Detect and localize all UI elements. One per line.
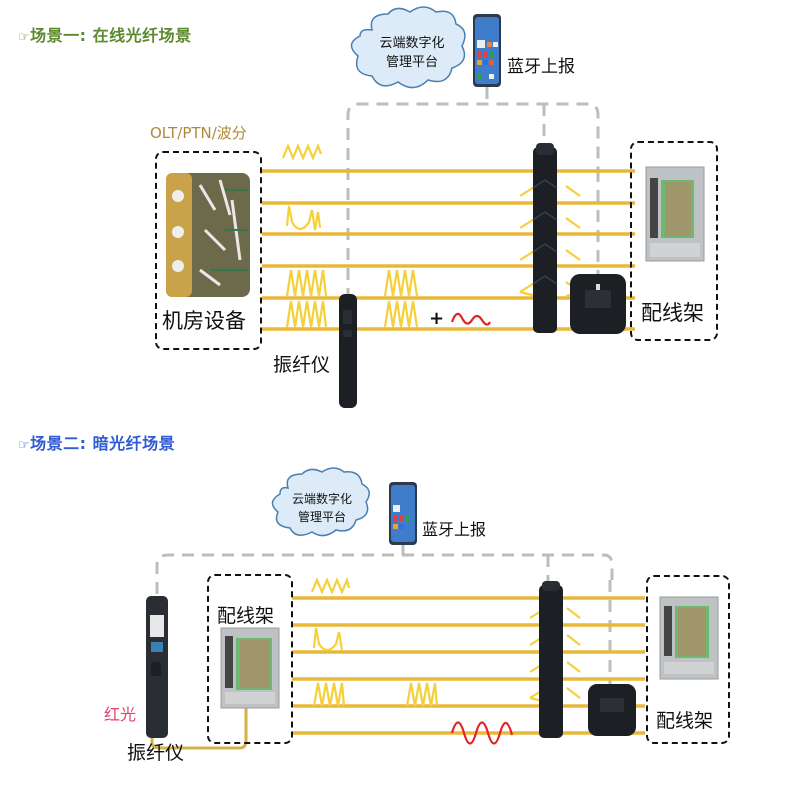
scenario2-fibers xyxy=(292,596,645,735)
cloud-label: 云端数字化 管理平台 xyxy=(291,492,352,524)
scenario1-title: ☞场景一: 在线光纤场景 xyxy=(18,26,192,45)
red-signal-wave xyxy=(450,312,491,326)
pointing-hand-icon: ☞ xyxy=(18,30,31,45)
right-distribution-frame-label: 配线架 xyxy=(656,710,714,732)
bluetooth-report-label: 蓝牙上报 xyxy=(507,57,575,77)
room-equipment-label: 机房设备 xyxy=(162,309,246,333)
pointing-hand-icon: ☞ xyxy=(18,438,31,453)
left-distribution-frame-box xyxy=(207,574,293,744)
left-distribution-frame-cabinet xyxy=(220,627,280,709)
vibration-meter-label: 振纤仪 xyxy=(273,354,331,376)
gateway-box-device xyxy=(570,274,626,334)
smartphone-icon xyxy=(389,482,417,545)
scenario2-title: ☞场景二: 暗光纤场景 xyxy=(18,434,176,453)
red-signal-wave xyxy=(450,721,514,745)
clamp-sensor-device xyxy=(539,581,563,738)
vibration-meter-device xyxy=(339,294,357,408)
red-light-label: 红光 xyxy=(104,705,137,724)
distribution-frame-box xyxy=(630,141,718,341)
distribution-frame-cabinet xyxy=(645,166,705,262)
vibration-waveforms xyxy=(310,576,581,707)
vibration-meter-label: 振纤仪 xyxy=(127,742,185,764)
plus-sign: + xyxy=(429,308,445,329)
olt-label: OLT/PTN/波分 xyxy=(150,124,247,142)
vibration-meter-device xyxy=(146,596,168,738)
cloud-label: 云端数字化 管理平台 xyxy=(379,36,445,70)
bluetooth-report-label: 蓝牙上报 xyxy=(422,520,487,539)
right-distribution-frame-box xyxy=(646,575,730,744)
scenario1-bluetooth-link xyxy=(346,87,600,400)
smartphone-icon xyxy=(473,14,501,87)
cloud-icon xyxy=(350,6,466,89)
right-distribution-frame-cabinet xyxy=(659,596,719,680)
distribution-frame-label: 配线架 xyxy=(641,301,704,325)
room-equipment-box xyxy=(155,151,262,350)
scenario2-bluetooth-link xyxy=(155,545,614,685)
vibration-waveforms xyxy=(281,143,581,328)
gateway-box-device xyxy=(588,684,636,736)
room-equipment-photo xyxy=(166,173,250,297)
cloud-icon xyxy=(271,467,370,537)
clamp-sensor-device xyxy=(532,143,558,333)
left-distribution-frame-label: 配线架 xyxy=(217,605,275,627)
